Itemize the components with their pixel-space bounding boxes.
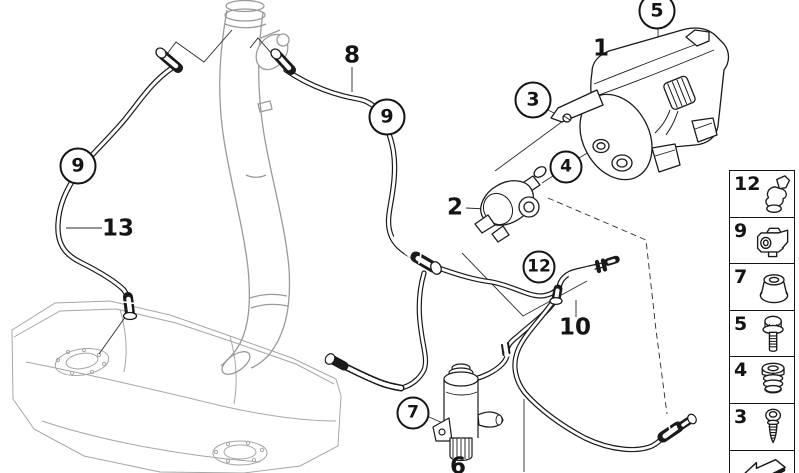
quick-connector-filler-left: [155, 47, 183, 73]
rear-elbow-connector: [657, 413, 697, 443]
hose10-connector-rings: [594, 255, 620, 274]
dust-filter: [432, 363, 504, 462]
self-tapping-screw-icon: [765, 408, 782, 444]
label-6[interactable]: 6: [449, 453, 467, 473]
legend-item-7[interactable]: 7: [729, 263, 795, 312]
vent-tube-to-tank: [336, 270, 429, 392]
hose-13: [55, 65, 175, 302]
legend-item-5[interactable]: 5: [729, 309, 795, 358]
leader-bracket-to-valve: [494, 120, 564, 172]
collar-ticks: [501, 342, 511, 356]
callout-12[interactable]: 12: [522, 250, 556, 284]
legend-number: 3: [734, 406, 748, 429]
holder-clamp-icon: [756, 227, 789, 257]
legend-item-continue[interactable]: [729, 449, 795, 473]
vent-valve: [474, 166, 547, 243]
legend-number: 7: [734, 266, 748, 289]
legend-number: 5: [734, 312, 748, 335]
dashed-valve-to-hose: [547, 197, 668, 415]
leader-elbow-to-flange: [98, 315, 127, 355]
leader-zigzag-right: [249, 37, 273, 55]
elbow-connector-hose13: [122, 292, 138, 321]
rubber-grommet-icon: [761, 363, 785, 394]
tank-braid-elbow: [324, 353, 349, 371]
connecting-hose-12: [430, 263, 561, 299]
callout-7[interactable]: 7: [396, 396, 430, 430]
legend-panel: 12 9 7 5: [729, 170, 795, 473]
callout-5[interactable]: 5: [638, 0, 676, 30]
label-8[interactable]: 8: [343, 42, 361, 69]
legend-item-3[interactable]: 3: [729, 403, 795, 452]
hex-bolt-icon: [762, 315, 784, 352]
bracket-screw-part3: [562, 113, 572, 123]
callout-9-left[interactable]: 9: [59, 147, 97, 185]
legend-number: 9: [734, 219, 748, 242]
carbon-canister: [550, 27, 730, 181]
quick-connector-filler-right: [270, 48, 296, 75]
canister-foot-rear: [691, 117, 718, 143]
leader-v-bracket-12: [461, 252, 588, 317]
hoses: [55, 65, 669, 453]
label-2[interactable]: 2: [446, 194, 464, 221]
tank-pump-flange: [212, 440, 268, 466]
leader-zigzag-left: [166, 29, 233, 63]
canister-bracket: [550, 89, 604, 123]
canister-top-tab: [685, 29, 710, 47]
callout-4[interactable]: 4: [549, 150, 583, 184]
leader-lines: [66, 26, 668, 472]
elbow-connector-hose8: [410, 251, 442, 275]
hose-to-filter: [462, 297, 559, 383]
clip-icon: [765, 175, 791, 213]
canister-foot-front: [651, 143, 681, 173]
legend-item-12[interactable]: 12: [729, 170, 795, 218]
hose-8: [283, 67, 415, 259]
hose10-elbow-flange: [549, 284, 563, 306]
continue-arrow-icon: [743, 458, 786, 473]
fittings: [122, 47, 697, 443]
canister-grille-connector: [663, 75, 696, 110]
hose-to-rear-connector: [512, 300, 669, 453]
fuel-tank: [11, 300, 342, 473]
label-10[interactable]: 10: [558, 314, 592, 341]
legend-number: 12: [734, 173, 761, 195]
legend-number: 4: [734, 359, 748, 382]
legend-item-4[interactable]: 4: [729, 356, 795, 405]
label-1[interactable]: 1: [592, 35, 610, 62]
legend-item-9[interactable]: 9: [729, 216, 795, 265]
label-13[interactable]: 13: [101, 215, 135, 242]
leader-callout-4-left: [541, 175, 554, 184]
callout-3[interactable]: 3: [514, 81, 552, 119]
callout-9-right[interactable]: 9: [368, 98, 406, 136]
flange-nut-icon: [759, 274, 789, 304]
